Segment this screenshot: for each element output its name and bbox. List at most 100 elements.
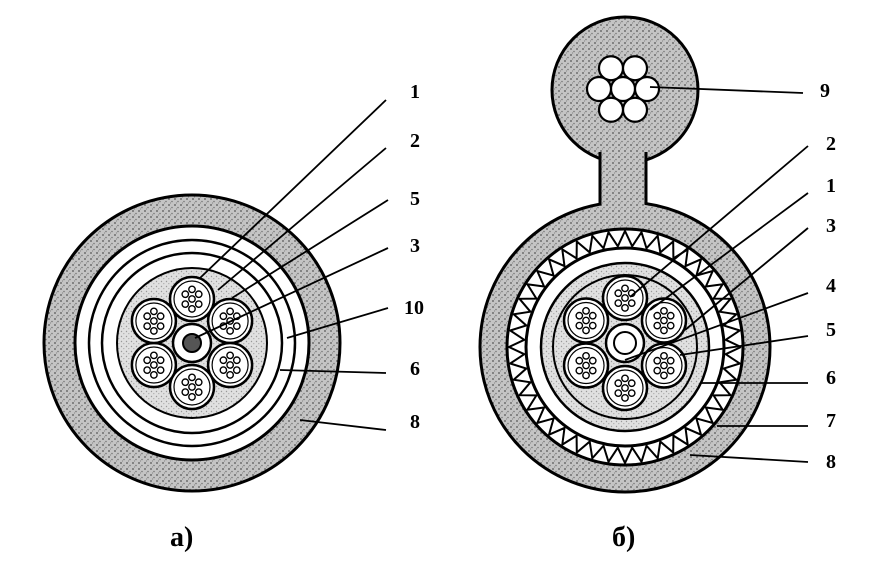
cable-b-module [640,342,688,389]
cable-b-fiber [660,371,668,380]
cable-a-optical-modules [130,275,254,411]
label-a-2: 2 [410,130,420,152]
cable-a-fiber [226,307,235,316]
cable-a-fiber [226,361,235,369]
cable-b-fiber [588,356,597,365]
cable-a-fiber [194,290,203,299]
cable-b-fiber [666,321,675,330]
cable-b-fiber [575,311,584,320]
cable-b-module [601,274,649,322]
cable-b-module [601,364,649,412]
messenger-wire [621,55,649,82]
cable-b-fiber [588,311,597,320]
cable-b-fiber [666,366,675,375]
cable-a-fiber [188,383,196,391]
cable-b-module [562,342,610,389]
cable-a [42,193,342,493]
cable-b-central-member-core [613,331,637,355]
cable-b-fiber [653,311,662,320]
cable-b-fiber [621,284,629,293]
label-b-5: 5 [826,319,836,341]
cable-b-fiber [621,304,629,312]
cable-b-fiber [582,361,590,370]
cable-b-fiber [575,366,584,375]
cable-a-fiber [188,285,196,294]
cable-b-fiber [614,379,623,388]
cable-a-fiber [194,388,203,397]
label-b-8: 8 [826,451,836,473]
caption-b: б) [612,522,635,553]
cable-a-module [130,341,178,389]
cable-b-fiber [621,384,629,392]
cable-a-fiber [181,378,190,387]
cable-a-fiber [226,351,235,360]
cable-a-fiber [181,290,190,299]
cable-a-fiber [149,327,158,335]
cable-a-central-member-core [182,333,202,353]
cable-b-fiber [621,394,629,402]
cable-a-module [168,275,216,323]
cable-a-fiber [149,317,158,325]
cable-b-module [562,297,610,344]
label-a-3: 3 [410,235,420,257]
cable-a-fiber [181,300,190,309]
cable-a-fiber [156,366,165,375]
messenger-wire [621,96,649,123]
cable-a-fiber [194,300,203,309]
cable-a-fiber [143,356,152,365]
cable-a-fiber [149,371,158,379]
cable-b-fiber [660,351,668,360]
cable-a-fiber [232,322,241,331]
label-a-6: 6 [410,358,420,380]
label-a-10: 10 [404,297,424,319]
cable-b-fiber [575,356,584,365]
cable-a-fiber [149,307,158,316]
label-a-8: 8 [410,411,420,433]
cable-b-fiber [660,306,668,315]
cable-a-fiber [226,327,235,335]
cable-b-fiber [660,326,668,335]
cable-a-fiber [188,305,196,313]
messenger-wire [597,55,625,82]
cable-b-fiber [614,389,623,398]
cable-a-fiber [226,371,235,379]
cable-a-fiber [219,366,228,375]
cable-b-fiber [653,366,662,375]
cable-b-fiber [627,379,636,388]
cable-a-module [206,341,254,389]
cable-b-fiber [660,316,668,325]
cable-a-fiber [156,356,165,365]
cable-a-fiber [181,388,190,397]
messenger-wire [585,75,613,103]
label-b-2: 2 [826,133,836,155]
cable-a-fiber [188,373,196,382]
messenger-wire [633,75,661,103]
cable-a-fiber [143,322,152,331]
cable-b-fiber [627,389,636,398]
cable-b-fiber [660,361,668,370]
cable-a-fiber [219,356,228,365]
label-b-9: 9 [820,80,830,102]
cable-b-fiber [666,311,675,320]
label-b-3: 3 [826,215,836,237]
cable-b-fiber [588,366,597,375]
messenger-wire [597,96,625,123]
cable-a-fiber [194,378,203,387]
cable-a-fiber [149,351,158,360]
cable-b-messenger-wires [585,55,661,123]
cable-b-fiber [653,356,662,365]
label-a-1: 1 [410,81,420,103]
label-b-6: 6 [826,367,836,389]
cable-b-fiber [621,374,629,383]
cable-a-fiber [219,312,228,321]
leader-lines [194,86,809,463]
label-a-5: 5 [410,188,420,210]
cable-a-fiber [149,361,158,369]
cable-a-fiber [143,366,152,375]
cable-b-fiber [653,321,662,330]
cable-b-fiber [614,299,623,308]
cable-a-module [168,363,216,411]
cable-a-fiber [156,312,165,321]
label-b-4: 4 [826,275,836,297]
